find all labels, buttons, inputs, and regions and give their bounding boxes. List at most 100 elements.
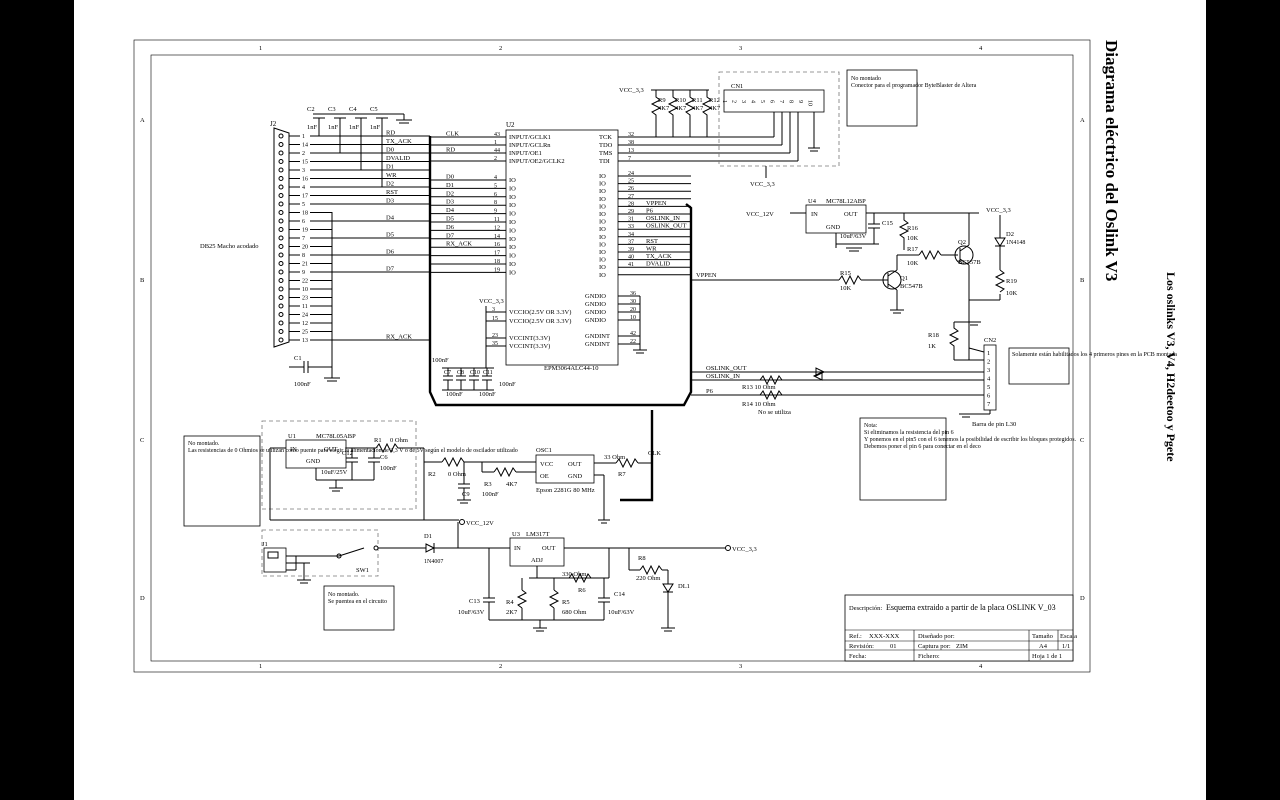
u2-gnd-pin-number: 22 xyxy=(630,339,636,345)
r17-val: 10K xyxy=(907,260,919,267)
u2-right-pin-number: 39 xyxy=(628,247,634,253)
u2-left-pin-number: 9 xyxy=(494,209,497,215)
r5-val: 680 Ohm xyxy=(562,609,586,616)
u2-left-pin: INPUT/GCLK1 xyxy=(509,134,551,141)
r18-val: 1K xyxy=(928,343,936,350)
u4-out: OUT xyxy=(844,211,857,218)
j2-pin xyxy=(278,252,284,258)
u2-right-pin-number: 38 xyxy=(628,140,634,146)
j2-pin-number: 4 xyxy=(302,185,305,191)
j2-pin-number: 8 xyxy=(302,253,305,259)
u2-right-pin-number: 24 xyxy=(628,171,634,177)
u4-part: MC78L12ABP xyxy=(826,198,866,205)
u2-right-pin: IO xyxy=(599,264,606,271)
vcc33-net: VCC_3,3 xyxy=(732,546,757,553)
grid-col-label: 2 xyxy=(499,663,502,670)
u2-left-pin-number: 1 xyxy=(494,140,497,146)
cn2-pin-number: 1 xyxy=(987,350,990,357)
u1-ref: U1 xyxy=(288,433,296,440)
jtag-resistor-val: 4K7 xyxy=(658,105,670,112)
oslink-out-net: OSLINK_OUT xyxy=(706,365,746,372)
u2-left-pin-number: 5 xyxy=(494,183,497,189)
j2-pin xyxy=(278,235,284,241)
osc-out: OUT xyxy=(568,461,581,468)
cn1-pin-number: 3 xyxy=(740,100,746,103)
u2-power-pin: VCCIO(2.5V OR 3.3V) xyxy=(509,309,571,316)
osc-gnd: GND xyxy=(568,473,582,480)
jtag-resistor-ref: R10 xyxy=(675,97,686,104)
u2-power-pin-number: 35 xyxy=(492,341,498,347)
u2-left-pin: IO xyxy=(509,269,516,276)
u2-right-net: RST xyxy=(646,238,658,245)
u3-ref: U3 xyxy=(512,531,520,538)
u2-right-pin: IO xyxy=(599,257,606,264)
outer-frame xyxy=(133,39,1091,673)
cn1-pin-number: 9 xyxy=(797,100,803,103)
r6-val: 330 Ohm xyxy=(562,571,586,578)
cn1-dashed-area xyxy=(718,71,840,167)
decap-val: 100nF xyxy=(479,391,496,398)
u1-out: OUT xyxy=(324,446,337,453)
grid-col-label: 4 xyxy=(979,663,983,670)
sw-note-box xyxy=(323,585,395,631)
top-cap-ref: C3 xyxy=(328,106,336,113)
u2-gnd-pin-number: 42 xyxy=(630,331,636,337)
jtag-resistor-ref: R11 xyxy=(692,97,703,104)
c15-val: 10uF/63V xyxy=(840,233,867,240)
u2-gnd-pin: GNDINT xyxy=(585,333,610,340)
j2-pin xyxy=(278,167,284,173)
u3-out: OUT xyxy=(542,545,555,552)
u2-left-net: D4 xyxy=(446,207,455,214)
inner-frame xyxy=(150,54,1074,662)
j2-pin xyxy=(278,278,284,283)
u2-left-net: CLK xyxy=(446,131,459,138)
cn2-pin-number: 7 xyxy=(987,401,991,408)
u1-note-box xyxy=(183,435,261,527)
cn2-bar: Barra de pin L30 xyxy=(972,421,1016,428)
u2-right-pin-number: 26 xyxy=(628,186,634,192)
cn2-pin-number: 5 xyxy=(987,384,990,391)
c14-val: 10uF/63V xyxy=(608,609,635,616)
u2-power-pin-number: 15 xyxy=(492,316,498,322)
tb-sheet: Hoja 1 de 1 xyxy=(1032,653,1062,660)
left-net-label: D1 xyxy=(386,164,394,171)
tb-size: A4 xyxy=(1039,643,1048,650)
j2-pin-number: 25 xyxy=(302,330,308,336)
power-supply: VCC_12V J1 SW1 D1 1N4007 No montado.Se p… xyxy=(261,519,757,632)
u2-gnd-pin-number: 20 xyxy=(630,307,636,313)
grid-col-label: 1 xyxy=(259,663,262,670)
u2-left-net: D3 xyxy=(446,199,454,206)
cn1-pin-number: 1 xyxy=(721,100,727,103)
oslink-nets: OSLINK_OUT OSLINK_IN P6 R13 10 Ohm R14 1… xyxy=(691,365,984,416)
u2-right-net: OSLINK_IN xyxy=(646,215,680,222)
cn2-pin-number: 2 xyxy=(987,359,990,366)
u2-right-net: OSLINK_OUT xyxy=(646,223,686,230)
u2-right-net: TX_ACK xyxy=(646,253,672,260)
j2-pin-number: 10 xyxy=(302,287,308,293)
cn1-pin-number: 10 xyxy=(807,100,813,106)
dl1-ref: DL1 xyxy=(678,583,690,590)
r19-val: 10K xyxy=(1006,290,1018,297)
u4-regulator: U4 MC78L12ABP IN OUT GND VCC_12V C15 10u… xyxy=(746,198,979,252)
osc-oe: OE xyxy=(540,473,549,480)
top-cap-ref: C4 xyxy=(349,106,357,113)
u2-left-pin-number: 19 xyxy=(494,267,500,273)
tb-capture: ZIM xyxy=(956,643,968,650)
grid-col-label: 3 xyxy=(739,663,742,670)
jtag-resistor-val: 4K7 xyxy=(692,105,704,112)
grid-row-label: A xyxy=(1080,117,1085,124)
top-cap-val: 1nF xyxy=(370,124,381,131)
u2-right-net: VPPEN xyxy=(646,200,667,207)
j2-pin-number: 18 xyxy=(302,211,308,217)
jtag-resistor-ref: R12 xyxy=(709,97,720,104)
r3-val: 4K7 xyxy=(506,481,518,488)
cn2-pin-number: 3 xyxy=(987,367,990,374)
u2-right-pin: TDO xyxy=(599,142,613,149)
tb-size-label: Tamaño xyxy=(1032,633,1053,640)
title-block: Descripción: Esquema extraido a partir d… xyxy=(844,594,1077,662)
grid-col-label: 4 xyxy=(979,45,983,52)
j2-pin-number: 24 xyxy=(302,313,308,319)
q1-part: BC547B xyxy=(900,283,923,290)
j2-pin-number: 6 xyxy=(302,219,305,225)
